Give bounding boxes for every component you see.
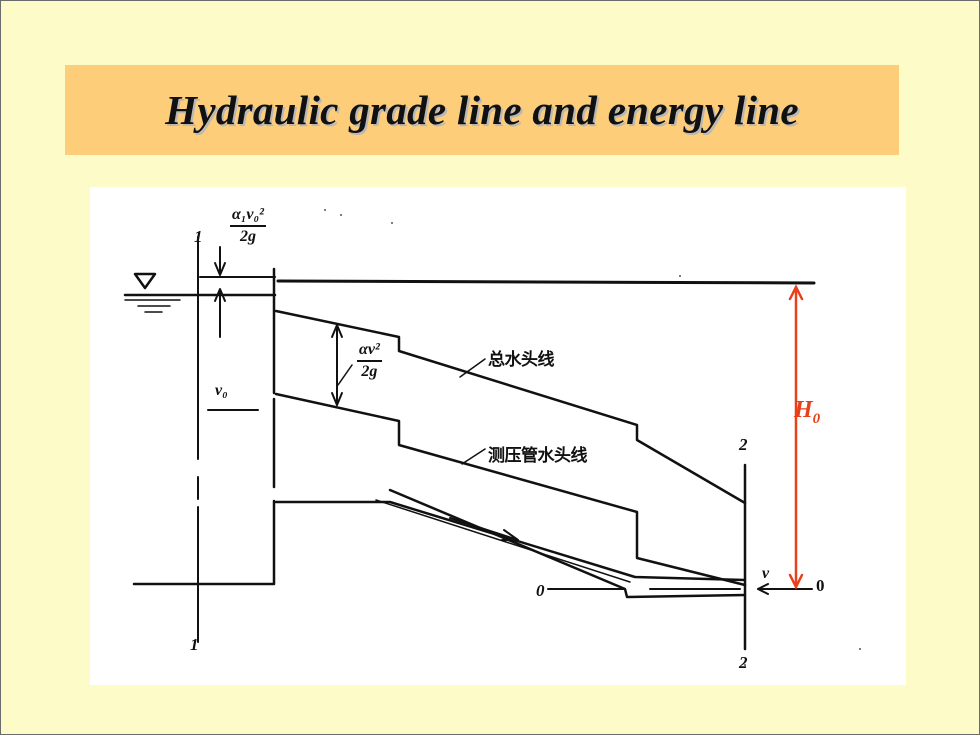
section-2-top-label: 2 (739, 435, 748, 454)
datum-right-label: 0 (816, 576, 825, 595)
inlet-velocity-head-fraction: α₁v₀² 2g (230, 207, 266, 245)
pipe-bottom-wall (388, 488, 747, 599)
inlet-velocity-label: v₀ (215, 382, 228, 399)
total-head-subscript: 0 (812, 410, 821, 427)
total-head-label: H0 (794, 397, 820, 428)
energy-line-label: 总水头线 (488, 350, 555, 370)
section-1-bottom-label: 1 (190, 635, 199, 654)
reservoir-wall (132, 267, 276, 586)
pipe-velocity-head-numerator: αv² (357, 342, 382, 362)
total-head-line (274, 309, 747, 505)
outlet-velocity-label: v (762, 565, 770, 582)
inlet-velocity-head-denominator: 2g (239, 228, 256, 245)
pipe-velocity-head-denominator: 2g (361, 363, 378, 380)
inlet-velocity-head-numerator: α₁v₀² (230, 207, 266, 227)
section-2-bottom-label: 2 (739, 653, 748, 672)
water-level-symbol (133, 272, 157, 290)
diagram-drawing (123, 209, 861, 666)
title-bar: Hydraulic grade line and energy line (65, 65, 899, 155)
section-1-top-label: 1 (194, 227, 203, 246)
slide-title: Hydraulic grade line and energy line (165, 87, 799, 133)
datum-left-label: 0 (536, 581, 545, 600)
hydraulic-grade-line (274, 392, 747, 587)
hydraulic-grade-line-label: 测压管水头线 (488, 446, 588, 466)
total-head-symbol: H (794, 397, 813, 423)
hydraulic-diagram: α₁v₀² 2g αv² 2g 总水头线 测压管水头线 1 1 2 2 0 0 … (90, 187, 906, 685)
total-head-arrow (788, 284, 804, 590)
pipe-velocity-head-fraction: αv² 2g (357, 342, 382, 380)
